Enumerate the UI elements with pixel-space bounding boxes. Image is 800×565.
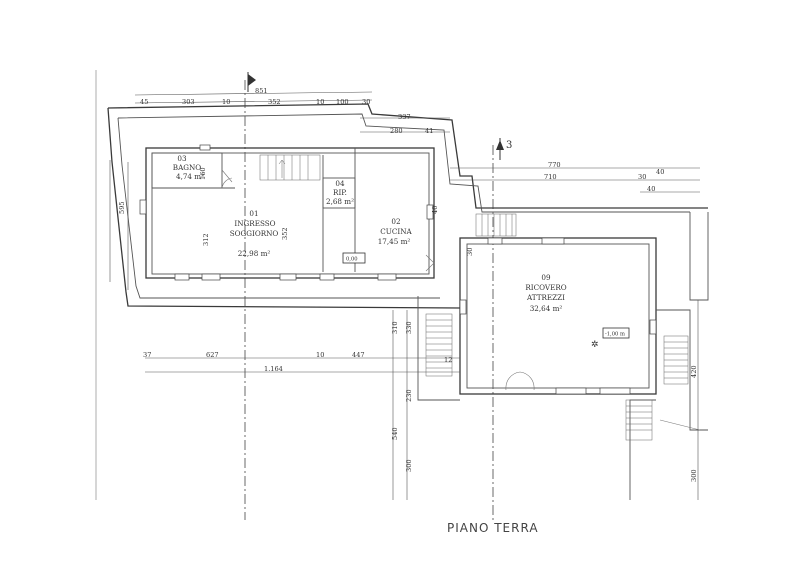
room-number: 01: [249, 209, 258, 218]
level-annex: -1,00 m: [605, 332, 625, 338]
boundary-line-bottom: [659, 419, 701, 431]
section-marker-right: 3: [496, 138, 512, 160]
room-ripostiglio-label: 04 RIP. 2,68 m²: [326, 179, 354, 206]
door-bathroom: [221, 169, 233, 189]
dim-v-420: 420: [690, 365, 698, 378]
room-number: 09: [541, 273, 551, 282]
dim-bottom-total: 1.164: [264, 365, 283, 373]
dim-v-540: 540: [391, 427, 399, 440]
left-outer-wall: [107, 107, 461, 309]
dim-right-d: 40: [656, 168, 664, 176]
external-stair-right: [663, 335, 689, 385]
windows-top: [139, 144, 434, 220]
room-area: 22,98 m²: [238, 249, 271, 258]
annex-body: [459, 237, 657, 395]
room-cucina-label: 02 CUCINA 17,45 m²: [378, 217, 413, 246]
external-stair-left: [425, 313, 453, 377]
door-entry: [425, 254, 435, 272]
dim-left-b: 312: [202, 233, 210, 246]
dimension-labels: 851 45 303 10 352 10 100 30 337 280 41 7…: [118, 87, 698, 482]
annex-door: [505, 371, 535, 391]
dim-v-40: 40: [431, 206, 439, 214]
external-stair-bottom: [625, 399, 653, 441]
room-bagno-label: 03 BAGNO 4,74 m²: [173, 154, 204, 181]
dim-right-a: 770: [548, 161, 561, 169]
dim-inner-b: 280: [390, 127, 403, 135]
room-name: CUCINA: [380, 227, 412, 236]
dim-bottom-a: 37: [143, 351, 151, 359]
dim-inner-c: 41: [425, 127, 433, 135]
dim-inner-a: 337: [398, 113, 411, 121]
dimension-lines: [109, 91, 700, 500]
room-name-2: ATTREZZI: [526, 293, 565, 302]
dim-v-230: 230: [405, 389, 413, 402]
section-marker-left: [247, 72, 256, 92]
south-wall: [417, 296, 460, 401]
dim-v-12: 12: [444, 356, 452, 364]
outer-wall: [107, 103, 708, 209]
dim-left-a: 595: [118, 201, 126, 214]
room-ricovero-label: 09 RICOVERO ATTREZZI 32,64 m²: [525, 273, 566, 313]
room-name: RIP.: [333, 188, 347, 197]
dim-top-total: 851: [255, 87, 268, 95]
dim-v-300b: 300: [690, 469, 698, 482]
room-number: 02: [391, 217, 400, 226]
windows-bottom: [174, 273, 397, 281]
room-name: BAGNO: [173, 163, 202, 172]
room-soggiorno-label: 01 INGRESSO SOGGIORNO 22,98 m²: [230, 209, 279, 258]
dim-right-e: 40: [647, 185, 655, 193]
dim-top-b: 303: [182, 98, 195, 106]
dim-top-a: 45: [140, 98, 148, 106]
level-box-ground: [342, 252, 366, 264]
dim-top-f: 100: [336, 98, 349, 106]
section-marker-label: 3: [506, 140, 512, 151]
level-box-annex: [602, 327, 630, 339]
annex-body-inner: [466, 243, 650, 389]
north-symbol-icon: ✲: [591, 340, 599, 350]
annex-windows: [459, 237, 657, 395]
dim-v-300: 300: [405, 459, 413, 472]
floor-title: PIANO TERRA: [447, 521, 539, 535]
room-name: RICOVERO: [525, 283, 566, 292]
room-area: 4,74 m²: [176, 172, 204, 181]
dim-bottom-d: 447: [352, 351, 365, 359]
dim-top-c: 10: [222, 98, 230, 106]
left-outer-wall-inner: [117, 117, 440, 299]
dim-top-e: 10: [316, 98, 324, 106]
dim-top-g: 30: [362, 98, 370, 106]
storage-walls: [322, 177, 356, 209]
room-name: INGRESSO: [234, 219, 275, 228]
dim-v-352: 352: [281, 227, 289, 240]
dim-v-330: 330: [405, 321, 413, 334]
courtyard-wall-right: [689, 212, 709, 301]
room-number: 03: [177, 154, 187, 163]
room-area: 32,64 m²: [530, 304, 563, 313]
dim-right-c: 30: [638, 173, 646, 181]
level-ground: 0,00: [346, 257, 358, 263]
room-area: 2,68 m²: [326, 197, 354, 206]
dim-v-310: 310: [391, 321, 399, 334]
dim-top-d: 352: [268, 98, 281, 106]
room-number: 04: [335, 179, 345, 188]
dim-left-c: 160: [199, 167, 207, 180]
dim-v-30: 30: [466, 248, 474, 256]
outer-wall-inner-line: [117, 113, 690, 213]
room-name-2: SOGGIORNO: [230, 229, 279, 238]
room-area: 17,45 m²: [378, 237, 411, 246]
dim-bottom-b: 627: [206, 351, 219, 359]
dim-right-b: 710: [544, 173, 557, 181]
internal-stair: [259, 154, 321, 181]
dim-bottom-c: 10: [316, 351, 324, 359]
external-stair-top: [475, 213, 517, 237]
